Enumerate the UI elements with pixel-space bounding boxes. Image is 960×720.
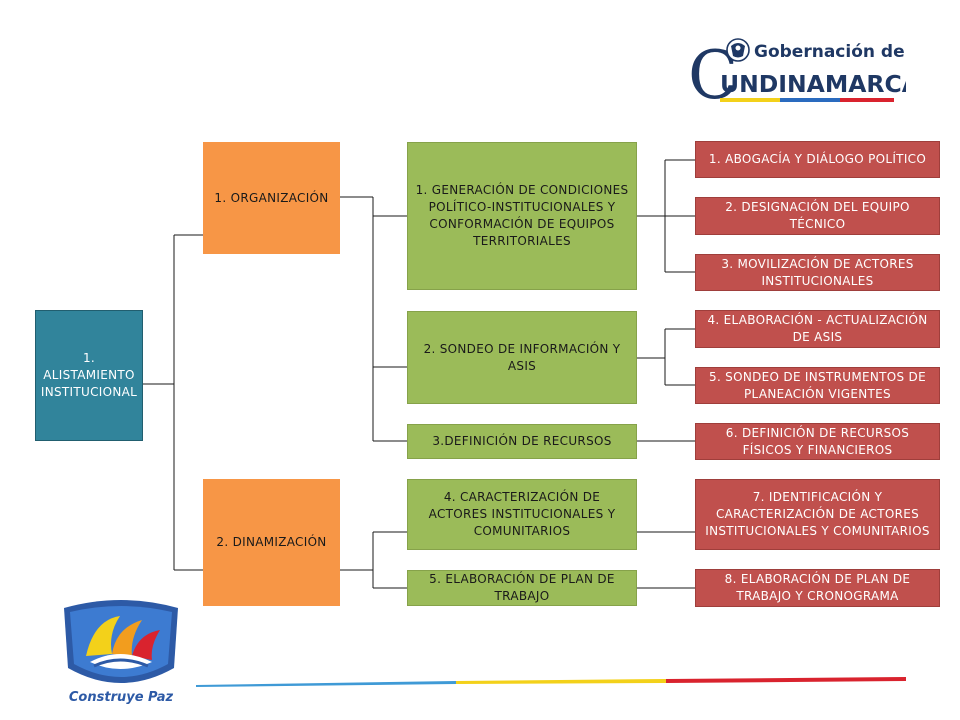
phase-organizacion: 1. ORGANIZACIÓN <box>203 142 340 254</box>
action-3: 3. MOVILIZACIÓN DE ACTORES INSTITUCIONAL… <box>695 254 940 291</box>
action-1: 1. ABOGACÍA Y DIÁLOGO POLÍTICO <box>695 141 940 178</box>
action-1-label: 1. ABOGACÍA Y DIÁLOGO POLÍTICO <box>708 152 927 166</box>
action-6-label: 6. DEFINICIÓN DE RECURSOS FÍSICOS Y FINA… <box>725 425 910 457</box>
emblem-text: Construye Paz <box>69 690 174 705</box>
step-5-label: 5. ELABORACIÓN DE PLAN DE TRABAJO <box>429 572 615 603</box>
coat-of-arms-icon <box>726 38 750 62</box>
step-1: 1. GENERACIÓN DE CONDICIONES POLÍTICO-IN… <box>407 142 637 290</box>
action-2-label: 2. DESIGNACIÓN DEL EQUIPO TÉCNICO <box>725 200 910 231</box>
phase-dinamizacion: 2. DINAMIZACIÓN <box>203 479 340 606</box>
action-4: 4. ELABORACIÓN - ACTUALIZACIÓN DE ASIS <box>695 310 940 348</box>
cundinamarca-logo: C Gobernación de UNDINAMARCA <box>688 37 906 108</box>
action-3-label: 3. MOVILIZACIÓN DE ACTORES INSTITUCIONAL… <box>721 256 914 288</box>
step-4: 4. CARACTERIZACIÓN DE ACTORES INSTITUCIO… <box>407 479 637 550</box>
footer-color-stripe <box>196 677 906 687</box>
step-3-label: 3.DEFINICIÓN DE RECURSOS <box>432 434 612 448</box>
action-4-label: 4. ELABORACIÓN - ACTUALIZACIÓN DE ASIS <box>707 313 928 344</box>
action-7-label: 7. IDENTIFICACIÓN Y CARACTERIZACIÓN DE A… <box>705 490 930 538</box>
step-2-label: 2. SONDEO DE INFORMACIÓN Y ASIS <box>423 341 621 373</box>
action-8: 8. ELABORACIÓN DE PLAN DE TRABAJO Y CRON… <box>695 569 940 607</box>
construye-paz-emblem: Construye Paz <box>64 600 178 705</box>
root-node: 1. ALISTAMIENTO INSTITUCIONAL <box>35 310 143 441</box>
phase-organizacion-label: 1. ORGANIZACIÓN <box>214 190 329 205</box>
action-2: 2. DESIGNACIÓN DEL EQUIPO TÉCNICO <box>695 197 940 235</box>
step-1-label: 1. GENERACIÓN DE CONDICIONES POLÍTICO-IN… <box>415 183 629 248</box>
step-5: 5. ELABORACIÓN DE PLAN DE TRABAJO <box>407 570 637 606</box>
action-5-label: 5. SONDEO DE INSTRUMENTOS DE PLANEACIÓN … <box>709 369 926 401</box>
phase-dinamizacion-label: 2. DINAMIZACIÓN <box>216 535 327 549</box>
action-5: 5. SONDEO DE INSTRUMENTOS DE PLANEACIÓN … <box>695 367 940 404</box>
step-3: 3.DEFINICIÓN DE RECURSOS <box>407 424 637 459</box>
step-4-label: 4. CARACTERIZACIÓN DE ACTORES INSTITUCIO… <box>428 490 616 538</box>
step-2: 2. SONDEO DE INFORMACIÓN Y ASIS <box>407 311 637 404</box>
action-6: 6. DEFINICIÓN DE RECURSOS FÍSICOS Y FINA… <box>695 423 940 460</box>
action-7: 7. IDENTIFICACIÓN Y CARACTERIZACIÓN DE A… <box>695 479 940 550</box>
logo-line2: UNDINAMARCA <box>720 70 906 98</box>
action-8-label: 8. ELABORACIÓN DE PLAN DE TRABAJO Y CRON… <box>724 572 911 603</box>
logo-line1: Gobernación de <box>754 42 905 62</box>
root-label: 1. ALISTAMIENTO INSTITUCIONAL <box>40 351 138 399</box>
